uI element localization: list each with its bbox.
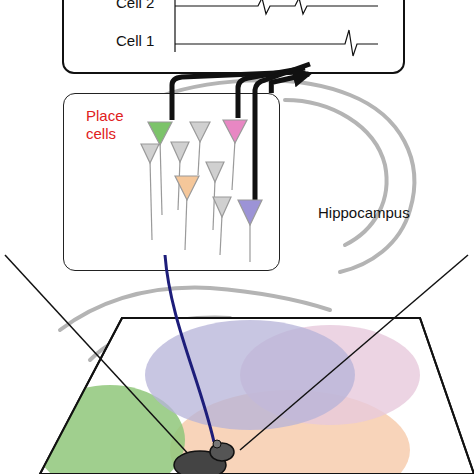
spike-trace	[175, 30, 378, 56]
zoom-line	[5, 255, 192, 458]
place-field	[170, 390, 410, 474]
neuron	[213, 197, 231, 255]
mouse-ear	[213, 440, 221, 448]
implant-wire	[165, 255, 214, 442]
node-text: Place cells	[86, 107, 136, 143]
place-cells-box: Place cells	[63, 93, 280, 271]
zoom-line	[240, 255, 468, 450]
spike-traces	[175, 0, 378, 56]
brain-outline	[90, 318, 230, 360]
mouse	[174, 440, 234, 474]
brain-outline	[60, 80, 414, 360]
cable	[238, 68, 305, 118]
arena-outline	[40, 318, 474, 474]
neuron	[141, 144, 159, 240]
arena-floor	[40, 318, 474, 474]
place-field	[145, 320, 355, 430]
place-field	[240, 325, 420, 425]
place-fields	[35, 320, 420, 474]
neuron	[148, 122, 172, 215]
neuron	[171, 142, 189, 210]
trace-axis	[174, 0, 175, 52]
neurons	[141, 120, 262, 262]
cable	[172, 72, 300, 120]
neuron	[175, 176, 199, 250]
place-field	[35, 385, 185, 474]
neuron	[238, 200, 262, 262]
node-text: Cell 1	[116, 32, 176, 50]
neuron	[223, 120, 247, 190]
recording-box: Cell 2 Cell 1	[62, 0, 405, 74]
cable-connector	[271, 74, 309, 93]
mouse-body	[174, 451, 226, 474]
spike-trace	[175, 0, 378, 14]
cable	[255, 64, 310, 200]
brain-outline	[60, 288, 330, 330]
mouse-head	[210, 443, 234, 461]
brain-outline	[285, 100, 387, 245]
neuron	[190, 122, 210, 175]
recording-cables	[172, 64, 310, 200]
region-label: Hippocampus	[318, 204, 410, 221]
node-text: Cell 2	[116, 0, 176, 12]
neuron	[206, 162, 224, 230]
